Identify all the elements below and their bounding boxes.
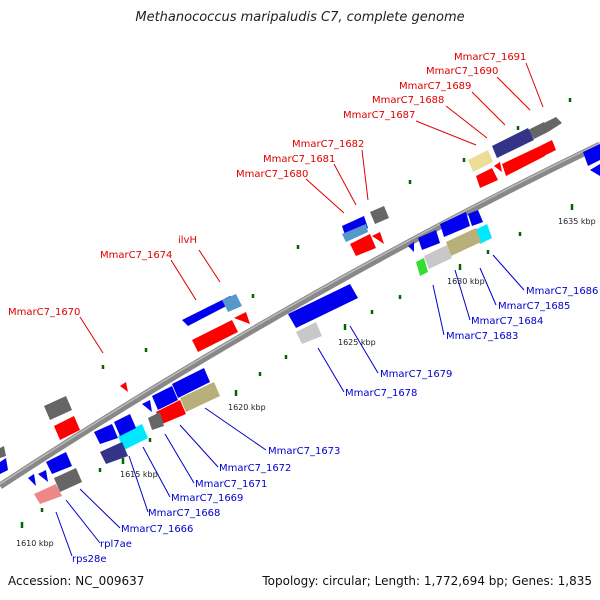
gene-label: MmarC7_1678 — [345, 388, 417, 399]
gene-label: MmarC7_1691 — [454, 52, 526, 63]
gene-label: MmarC7_1668 — [148, 508, 220, 519]
tick-label: 1610 kbp — [16, 539, 54, 548]
map-title: Methanococcus maripaludis C7, complete g… — [135, 10, 465, 25]
gene-mmarc7-1682 — [370, 206, 389, 224]
gene-mmarc7-1689 — [492, 128, 534, 158]
accession-text: Accession: NC_009637 — [8, 574, 145, 588]
gene-blue-edge — [583, 144, 600, 166]
gene-mmarc7-1666 — [54, 468, 82, 492]
tick-labels: 1610 kbp 1615 kbp 1620 kbp 1625 kbp 1630… — [16, 217, 596, 548]
gene-blue-edge-l — [0, 458, 8, 474]
gene-label: ilvH — [178, 235, 197, 246]
gene-blue-l3 — [142, 400, 152, 412]
gene-mmarc7-1679 — [288, 284, 358, 328]
gene-label: MmarC7_1690 — [426, 66, 498, 77]
gene-rpl7ae — [34, 484, 62, 504]
gene-red-ilvh — [192, 320, 238, 352]
gene-gray-edge-l — [0, 446, 6, 458]
gene-blue-r1 — [418, 230, 440, 250]
gene-blue-l2 — [152, 386, 178, 410]
gene-blue-r3 — [468, 210, 483, 226]
gene-label: MmarC7_1669 — [171, 493, 243, 504]
tick-label: 1620 kbp — [228, 403, 266, 412]
top-label-connectors — [79, 62, 544, 354]
gene-label: MmarC7_1686 — [526, 286, 598, 297]
gene-label: MmarC7_1689 — [399, 81, 471, 92]
gene-blue-r2 — [440, 212, 470, 237]
gene-label: MmarC7_1684 — [471, 316, 543, 327]
gene-red-mid-a — [350, 234, 376, 256]
gene-mmarc7-1670 — [120, 382, 128, 392]
gene-mmarc7-1691 — [542, 117, 562, 132]
gene-mmarc7-1678 — [296, 322, 322, 344]
gene-mmarc7-1688 — [502, 146, 545, 176]
gene-blue-l7 — [28, 474, 36, 486]
tick-label: 1625 kbp — [338, 338, 376, 347]
gene-label: MmarC7_1679 — [380, 369, 452, 380]
gene-mmarc7-1672 — [156, 400, 186, 424]
gene-blue-l5 — [94, 424, 118, 444]
bottom-gene-labels: MmarC7_1686 MmarC7_1685 MmarC7_1684 Mmar… — [72, 286, 598, 565]
gene-blue-l8 — [38, 470, 48, 482]
genome-backbone — [0, 141, 600, 489]
gene-features — [0, 117, 600, 504]
gene-label: MmarC7_1687 — [343, 110, 415, 121]
gene-mmarc7-1674 — [222, 294, 242, 312]
bottom-label-connectors — [55, 254, 525, 557]
gene-label: MmarC7_1688 — [372, 95, 444, 106]
gene-label: MmarC7_1682 — [292, 139, 364, 150]
gene-red-ilvh-b — [234, 312, 250, 324]
gene-blue-l1 — [172, 368, 210, 398]
tick-label: 1615 kbp — [120, 470, 158, 479]
gene-blue-l6 — [46, 452, 72, 474]
tick-dashes — [20, 98, 574, 528]
tick-label: 1630 kbp — [447, 277, 485, 286]
gene-red-l1 — [54, 416, 80, 440]
gene-mmarc7-1673 — [180, 382, 220, 412]
tick-label: 1635 kbp — [558, 217, 596, 226]
gene-blue-l4 — [114, 414, 136, 436]
gene-mmarc7-1684 — [424, 245, 452, 269]
gene-blue-r4 — [408, 242, 414, 252]
gene-mmarc7-1685 — [446, 228, 481, 256]
gene-mmarc7-1671 — [148, 412, 164, 430]
gene-mmarc7-1687 — [468, 150, 493, 172]
gene-red-right-b — [476, 168, 498, 188]
gene-red-arrow-c — [494, 162, 502, 172]
gene-label: MmarC7_1685 — [498, 301, 570, 312]
gene-label: MmarC7_1672 — [219, 463, 291, 474]
gene-label: MmarC7_1671 — [195, 479, 267, 490]
gene-label: MmarC7_1666 — [121, 524, 193, 535]
gene-gray-l1 — [44, 396, 72, 420]
top-gene-labels: MmarC7_1691 MmarC7_1690 MmarC7_1689 Mmar… — [8, 52, 526, 318]
gene-mmarc7-1680 — [342, 224, 368, 242]
gene-label: MmarC7_1674 — [100, 250, 172, 261]
gene-label: MmarC7_1670 — [8, 307, 80, 318]
gene-label: MmarC7_1680 — [236, 169, 308, 180]
genome-stats-text: Topology: circular; Length: 1,772,694 bp… — [262, 574, 592, 588]
gene-label: MmarC7_1681 — [263, 154, 335, 165]
genome-backbone-highlight — [0, 142, 600, 485]
gene-blue-edge-b — [590, 164, 600, 176]
gene-mmarc7-1668 — [100, 442, 128, 464]
gene-red-mid-b — [372, 232, 384, 244]
gene-label: MmarC7_1673 — [268, 446, 340, 457]
gene-label: rpl7ae — [100, 539, 132, 550]
gene-mmarc7-1669 — [118, 424, 148, 450]
gene-mmarc7-1690 — [528, 122, 548, 139]
gene-label: rps28e — [72, 554, 107, 565]
gene-mmarc7-1683 — [416, 258, 428, 276]
gene-label: MmarC7_1683 — [446, 331, 518, 342]
gene-small-red-a — [540, 140, 556, 156]
